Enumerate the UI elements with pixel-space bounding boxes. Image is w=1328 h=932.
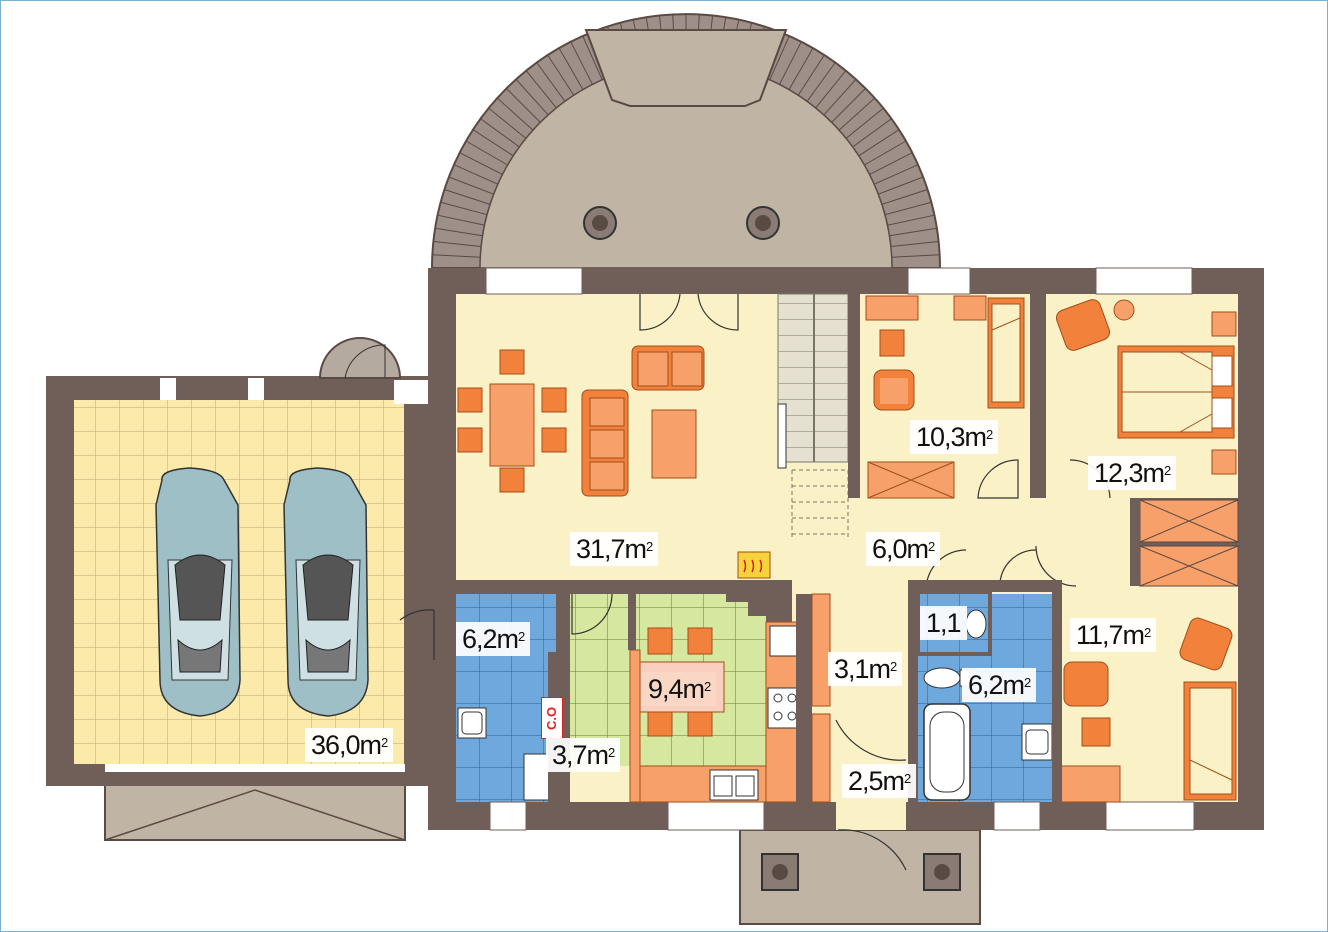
terrace-step xyxy=(453,164,499,185)
tv-icon xyxy=(777,403,787,469)
terrace-step xyxy=(884,201,932,216)
terrace-step xyxy=(890,240,939,247)
terrace-step xyxy=(435,227,483,237)
terrace-step xyxy=(858,129,900,157)
terrace-step xyxy=(465,140,508,166)
staircase xyxy=(777,293,849,540)
sofa-icon xyxy=(581,345,705,497)
terrace-step xyxy=(496,97,534,131)
fireplace-icon xyxy=(737,551,771,579)
terrace-step xyxy=(779,41,802,85)
terrace-step xyxy=(891,254,940,258)
terrace-step xyxy=(889,227,937,237)
terrace-step xyxy=(806,62,836,102)
terrace-step xyxy=(823,78,857,116)
terrace-step xyxy=(433,240,482,247)
terrace-step xyxy=(459,152,503,175)
terrace-step xyxy=(488,107,527,139)
terrace-step xyxy=(472,129,514,157)
room-area-bedroom-small: 10,3m2 xyxy=(910,420,999,454)
terrace-step xyxy=(515,78,549,116)
room-area-corridor: 3,1m2 xyxy=(828,652,903,686)
terrace-step xyxy=(887,214,935,226)
terrace-step xyxy=(881,189,928,205)
terrace-step xyxy=(838,97,876,131)
terrace-step xyxy=(869,152,913,175)
bed-icon xyxy=(1059,617,1237,803)
terrace-step xyxy=(788,47,814,90)
terrace-step xyxy=(506,88,541,123)
room-area-living: 31,7m2 xyxy=(570,532,659,566)
room-area-entrance: 2,5m2 xyxy=(842,764,917,798)
terrace-step xyxy=(536,62,566,102)
double-bed-icon xyxy=(1055,299,1237,475)
terrace-step xyxy=(878,176,924,195)
terrace-step xyxy=(852,118,892,148)
room-area-bathroom: 6,2m2 xyxy=(962,668,1037,702)
terrace-step xyxy=(547,54,575,96)
room-area-utility: 6,2m2 xyxy=(456,622,531,656)
terrace xyxy=(430,13,942,269)
terrace-step xyxy=(570,41,593,85)
car-icon xyxy=(155,467,241,717)
terrace-step xyxy=(432,254,481,258)
terrace-step xyxy=(831,88,866,123)
terrace-step xyxy=(448,176,494,195)
terrace-step xyxy=(769,35,790,81)
room-area-bedroom-master: 12,3m2 xyxy=(1088,456,1177,490)
room-area-wc: 1,1 xyxy=(920,606,967,640)
terrace-step xyxy=(525,70,557,109)
terrace-step xyxy=(815,70,847,109)
terrace-step xyxy=(437,214,485,226)
room-area-hall: 6,0m2 xyxy=(866,532,941,566)
terrace-step xyxy=(845,107,884,139)
room-area-garage: 36,0m2 xyxy=(305,728,394,762)
dining-table-icon xyxy=(457,349,567,493)
bed-icon xyxy=(865,295,1025,499)
kitchen-furniture xyxy=(629,593,831,803)
bathroom-fixtures xyxy=(908,580,1062,802)
entry-porch xyxy=(739,829,981,925)
car-icon xyxy=(283,467,369,717)
terrace-step xyxy=(558,47,584,90)
room-area-kitchen: 9,4m2 xyxy=(642,672,717,706)
terrace-step xyxy=(440,201,488,216)
terrace-step xyxy=(873,164,919,185)
terrace-step xyxy=(480,118,520,148)
room-area-bedroom-third: 11,7m2 xyxy=(1070,618,1157,652)
boiler-label: C.O xyxy=(541,697,563,739)
room-area-pantry: 3,7m2 xyxy=(546,738,621,772)
terrace-step xyxy=(582,35,603,81)
terrace-step xyxy=(864,140,907,166)
terrace-step xyxy=(444,189,491,205)
terrace-step xyxy=(797,54,825,96)
